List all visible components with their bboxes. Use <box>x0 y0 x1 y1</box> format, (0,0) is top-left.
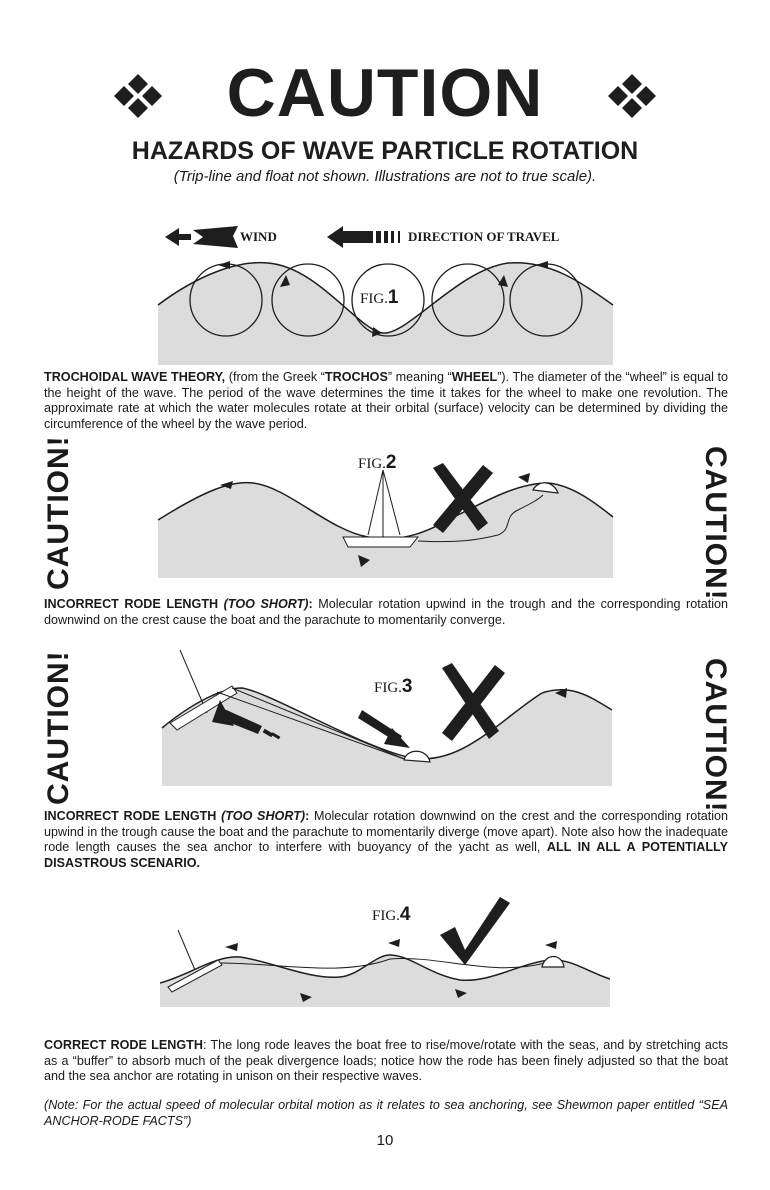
page-title: CAUTION <box>226 55 544 131</box>
page-number: 10 <box>376 1132 394 1149</box>
fig2-description: INCORRECT RODE LENGTH (TOO SHORT): Molec… <box>44 597 729 627</box>
cross-mark-icon <box>433 463 493 533</box>
fig4-wave-diagram <box>159 897 611 1007</box>
caution-side-left: CAUTION! <box>42 650 75 805</box>
fig1-label: FIG.1 <box>360 287 399 308</box>
caution-side-left: CAUTION! <box>42 435 75 590</box>
fig2-wave-diagram <box>157 463 614 578</box>
cross-mark-icon <box>442 663 505 741</box>
check-mark-icon <box>440 897 510 965</box>
fig3-description: INCORRECT RODE LENGTH (TOO SHORT): Molec… <box>44 809 729 870</box>
direction-label: DIRECTION OF TRAVEL <box>408 229 560 244</box>
fig1-wave-diagram <box>157 261 614 365</box>
wind-arrow-icon <box>165 226 238 248</box>
caution-side-right: CAUTION! <box>699 658 732 813</box>
diamond-ornament-icon <box>114 74 162 118</box>
diamond-ornament-icon <box>608 74 656 118</box>
fig2-label: FIG.2 <box>358 452 397 473</box>
footnote: (Note: For the actual speed of molecular… <box>44 1098 728 1128</box>
travel-arrow-icon <box>327 226 400 248</box>
fig4-label: FIG.4 <box>372 904 411 925</box>
page-subtitle: HAZARDS OF WAVE PARTICLE ROTATION <box>131 137 639 165</box>
fig1-description: TROCHOIDAL WAVE THEORY, (from the Greek … <box>44 370 729 431</box>
fig3-wave-diagram <box>161 649 613 786</box>
fig4-description: CORRECT RODE LENGTH: The long rode leave… <box>44 1038 729 1084</box>
fig3-label: FIG.3 <box>374 676 413 697</box>
wind-label: WIND <box>240 229 277 244</box>
caution-side-right: CAUTION! <box>699 446 732 601</box>
illustration-note: (Trip-line and float not shown. Illustra… <box>173 168 597 185</box>
